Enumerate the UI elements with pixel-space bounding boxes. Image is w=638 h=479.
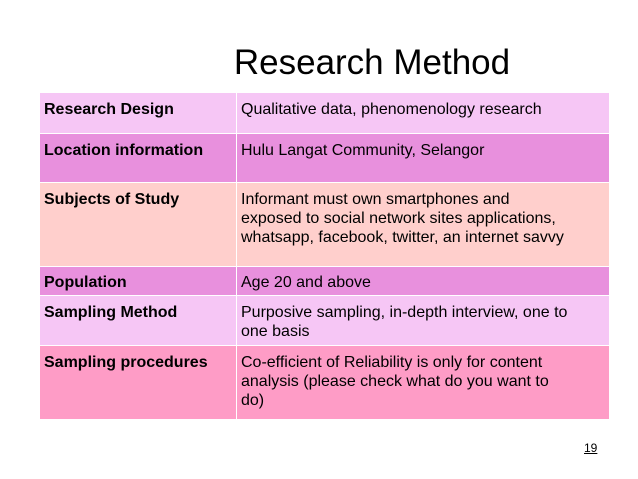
row-value: Purposive sampling, in-depth interview, … — [236, 295, 610, 346]
row-value: Qualitative data, phenomenology research — [236, 92, 610, 134]
table-row: Location information Hulu Langat Communi… — [39, 133, 610, 183]
row-value: Hulu Langat Community, Selangor — [236, 133, 610, 183]
table-row: Research Design Qualitative data, phenom… — [39, 92, 610, 134]
table-row: Subjects of Study Informant must own sma… — [39, 182, 610, 267]
row-label: Sampling procedures — [39, 345, 237, 420]
row-value: Age 20 and above — [236, 266, 610, 296]
table-row: Sampling procedures Co-efficient of Reli… — [39, 345, 610, 420]
slide-title: Research Method — [233, 43, 511, 82]
row-label: Research Design — [39, 92, 237, 134]
row-value: Informant must own smartphones and expos… — [236, 182, 610, 267]
row-label: Subjects of Study — [39, 182, 237, 267]
row-value: Co-efficient of Reliability is only for … — [236, 345, 610, 420]
row-label: Location information — [39, 133, 237, 183]
page-number: 19 — [584, 441, 598, 455]
row-label: Population — [39, 266, 237, 296]
row-label: Sampling Method — [39, 295, 237, 346]
table-row: Sampling Method Purposive sampling, in-d… — [39, 295, 610, 346]
research-method-table: Research Design Qualitative data, phenom… — [39, 92, 610, 420]
table-row: Population Age 20 and above — [39, 266, 610, 296]
